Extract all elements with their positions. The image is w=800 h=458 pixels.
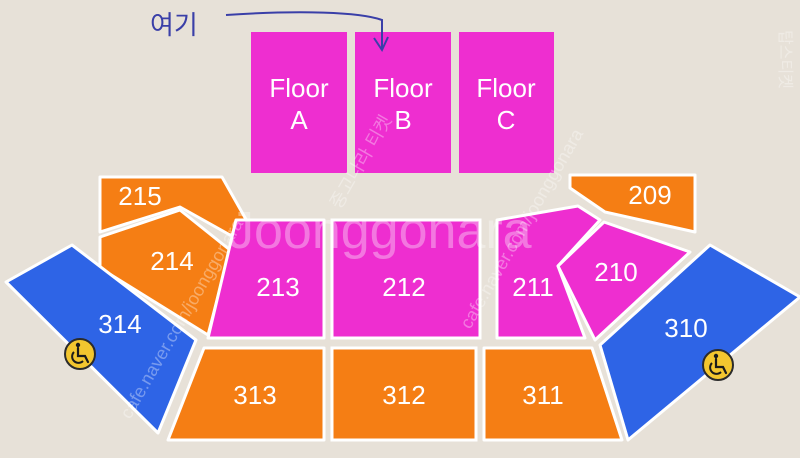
section-311[interactable]: 311: [482, 346, 624, 442]
floor-a-line1: Floor: [269, 73, 329, 103]
section-311-label: 311: [522, 380, 563, 410]
section-313-label: 313: [233, 380, 276, 410]
annotation-text: 여기: [150, 11, 198, 41]
section-212[interactable]: 212: [330, 218, 482, 340]
section-215-label: 215: [118, 181, 161, 211]
floor-b[interactable]: Floor B: [355, 32, 451, 173]
section-312[interactable]: 312: [330, 346, 478, 442]
wheelchair-icon: [702, 349, 734, 381]
section-310-label: 310: [664, 313, 707, 343]
section-214[interactable]: 214: [98, 208, 232, 337]
section-314-label: 314: [98, 309, 141, 339]
section-210-label: 210: [594, 257, 637, 287]
annotation-arrow: [225, 11, 383, 48]
section-213[interactable]: 213: [206, 218, 326, 340]
section-210[interactable]: 210: [556, 220, 692, 342]
section-212-label: 212: [382, 272, 425, 302]
handwritten-note: 여기: [150, 11, 389, 53]
section-209-label: 209: [628, 180, 671, 210]
section-213-label: 213: [256, 272, 299, 302]
section-312-label: 312: [382, 380, 425, 410]
section-214-label: 214: [150, 246, 193, 276]
floor-c[interactable]: Floor C: [459, 32, 554, 173]
section-209[interactable]: 209: [568, 173, 697, 234]
section-310[interactable]: 310: [598, 243, 800, 442]
floor-b-line2: B: [394, 105, 411, 135]
floor-b-line1: Floor: [373, 73, 433, 103]
wheelchair-icon: [64, 338, 96, 370]
floor-c-line1: Floor: [476, 73, 536, 103]
section-211[interactable]: 211: [495, 204, 602, 340]
section-215[interactable]: 215: [98, 175, 254, 237]
section-313[interactable]: 313: [166, 346, 326, 442]
floor-a[interactable]: Floor A: [251, 32, 347, 173]
watermark-tag: 탑스티켓: [776, 30, 794, 89]
floor-a-line2: A: [290, 105, 308, 135]
watermark-main: Joonggonara: [228, 202, 532, 260]
floor-c-line2: C: [497, 105, 516, 135]
section-314[interactable]: 314: [4, 243, 198, 435]
section-211-label: 211: [512, 272, 553, 302]
